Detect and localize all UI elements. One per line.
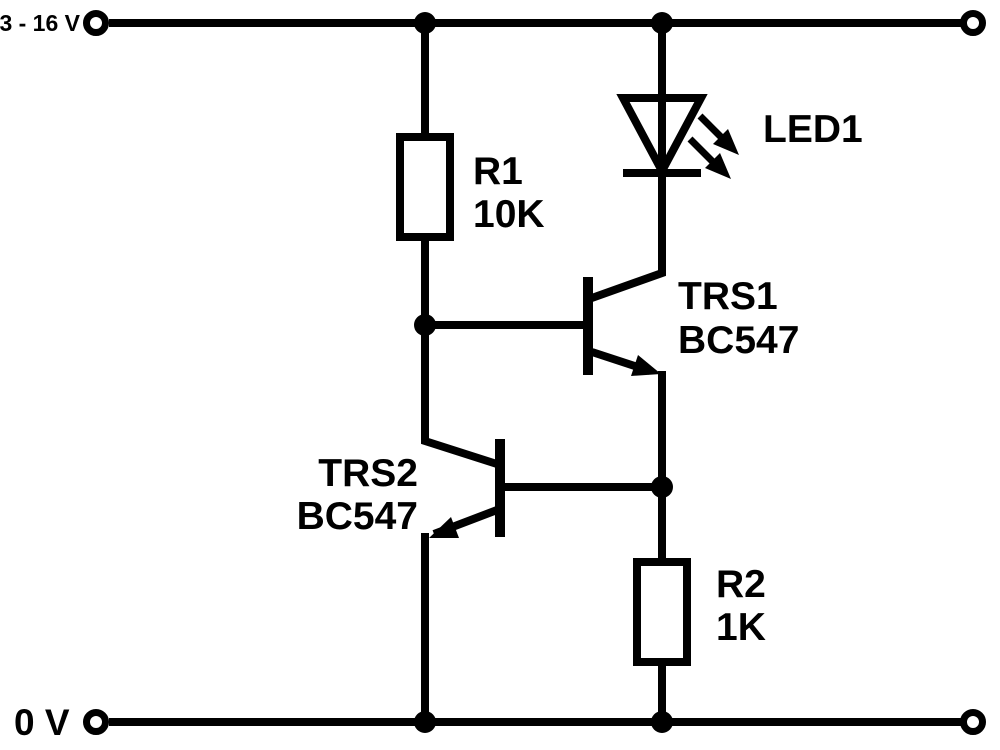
trs1-ref-label: TRS1 (678, 275, 778, 318)
junction-dot-top-left (414, 12, 436, 34)
led1-light-arrow-2-icon (705, 153, 731, 179)
junction-dot-r1-base (414, 314, 436, 336)
bottom-rail-voltage-label: 0 V (14, 702, 70, 743)
terminal-top-left (83, 10, 109, 36)
r2-value-label: 1K (716, 606, 766, 649)
terminal-top-right (960, 10, 986, 36)
trs2-part-label: BC547 (297, 495, 418, 538)
r1-value-label: 10K (473, 193, 545, 236)
trs2-ref-label: TRS2 (318, 452, 418, 495)
resistor-r2-body (633, 558, 691, 666)
junction-dot-bottom-right (651, 711, 673, 733)
junction-dot-top-right (651, 12, 673, 34)
led1-ref-label: LED1 (763, 108, 863, 151)
top-rail-voltage-label: 3 - 16 V (0, 10, 81, 36)
resistor-r1-body (396, 133, 454, 241)
junction-dot-emitter-r2 (651, 476, 673, 498)
trs2-emitter-arrow-icon (429, 517, 459, 538)
wire-trs2-collector (421, 325, 502, 469)
led1-triangle-icon (616, 94, 708, 180)
r2-ref-label: R2 (716, 563, 766, 606)
terminal-bottom-left (83, 709, 109, 735)
r1-ref-label: R1 (473, 150, 523, 193)
terminal-bottom-right (960, 709, 986, 735)
trs1-emitter-arrow-icon (631, 355, 661, 376)
junction-dot-bottom-left (414, 711, 436, 733)
led1-light-arrow-1-icon (713, 129, 739, 155)
trs1-part-label: BC547 (678, 319, 799, 362)
wire-led-trs1-collector (587, 23, 666, 303)
